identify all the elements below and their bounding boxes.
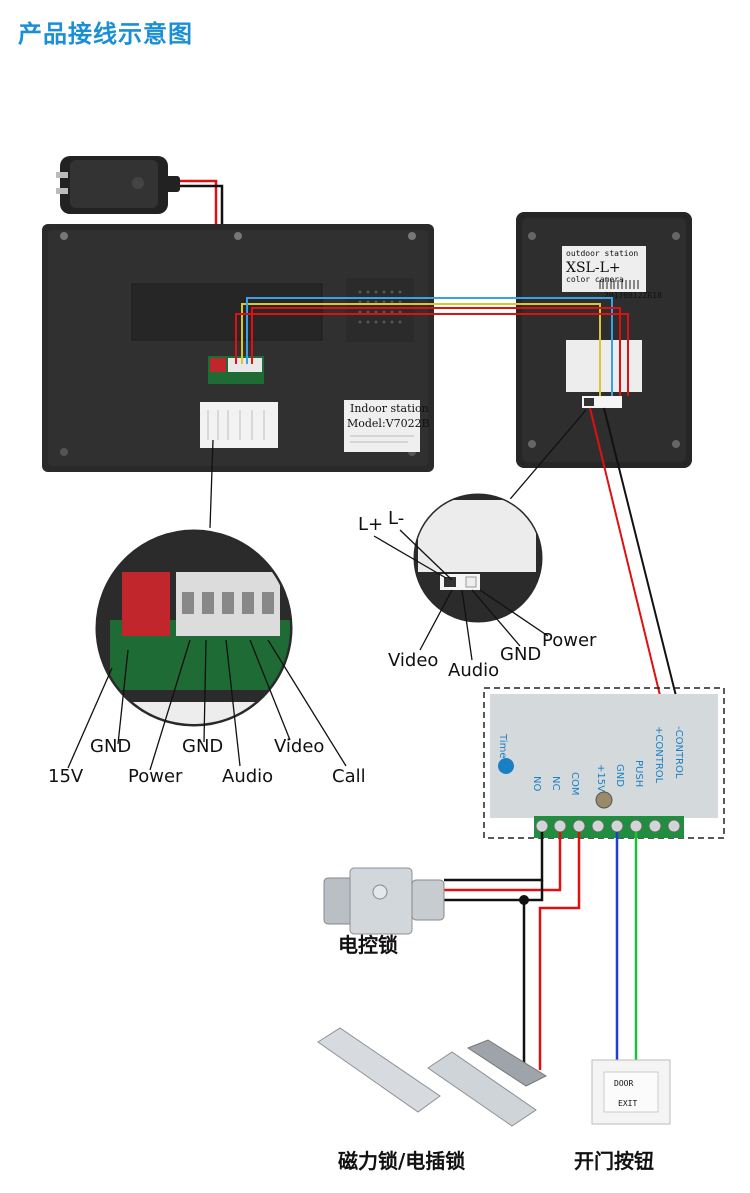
terminal-minus-control: -CONTROL <box>673 726 684 779</box>
indoor-leaders <box>67 639 347 771</box>
controller-brand: Time <box>497 733 508 758</box>
outdoor-label-line2: XSL-L+ <box>566 260 621 276</box>
page-title: 产品接线示意图 <box>18 20 193 48</box>
label-l-plus: L+ <box>358 514 383 535</box>
monitor-station-cable <box>235 297 629 396</box>
terminal-push: PUSH <box>633 760 644 787</box>
terminal-nc: NC <box>550 776 561 790</box>
outdoor-leaders <box>373 529 549 661</box>
label-power: Power <box>128 766 183 787</box>
label-video: Video <box>274 736 324 757</box>
terminal-gnd: GND <box>614 764 625 787</box>
magnetic-lock-label: 磁力锁/电插锁 <box>338 1149 465 1173</box>
outdoor-label-line4: 20170812ZR18 <box>604 291 662 300</box>
power-adapter <box>56 156 180 214</box>
indoor-label-line1: Indoor station <box>350 402 429 415</box>
terminal-plus-control: +CONTROL <box>653 726 664 784</box>
power-controller: Time NO NC COM +15V GND PUSH +CONTROL -C… <box>483 687 725 839</box>
outdoor-label-line3: color camera <box>566 275 624 284</box>
terminal-15v: +15V <box>595 764 606 792</box>
label-audio: Audio <box>222 766 273 787</box>
label-gnd-2: GND <box>182 736 223 757</box>
outdoor-label-line1: outdoor station <box>566 249 638 258</box>
label-15v: 15V <box>48 766 84 787</box>
magnetic-lock <box>317 1027 548 1127</box>
indoor-monitor: Indoor station Model:V7022B <box>42 224 434 472</box>
label-power-2: Power <box>542 630 597 651</box>
indoor-label-line2: Model:V7022B <box>347 417 430 430</box>
label-gnd-1: GND <box>90 736 131 757</box>
exit-button: DOOR EXIT <box>591 1059 671 1125</box>
electric-lock <box>323 867 445 935</box>
label-audio-2: Audio <box>448 660 499 681</box>
outdoor-zoom-callout <box>410 490 546 626</box>
label-gnd-3: GND <box>500 644 541 665</box>
exit-plate-line1: DOOR <box>614 1079 633 1088</box>
outdoor-station: outdoor station XSL-L+ color camera 2017… <box>516 212 692 468</box>
terminal-com: COM <box>569 772 580 795</box>
label-call: Call <box>332 766 366 787</box>
exit-plate-line2: EXIT <box>618 1099 637 1108</box>
lock-wiring <box>444 832 638 1070</box>
label-video-2: Video <box>388 650 438 671</box>
indoor-zoom-callout <box>92 526 296 730</box>
exit-button-label: 开门按钮 <box>574 1149 654 1173</box>
terminal-no: NO <box>531 776 542 791</box>
electric-lock-label: 电控锁 <box>338 933 398 957</box>
label-l-minus: L- <box>388 508 404 529</box>
